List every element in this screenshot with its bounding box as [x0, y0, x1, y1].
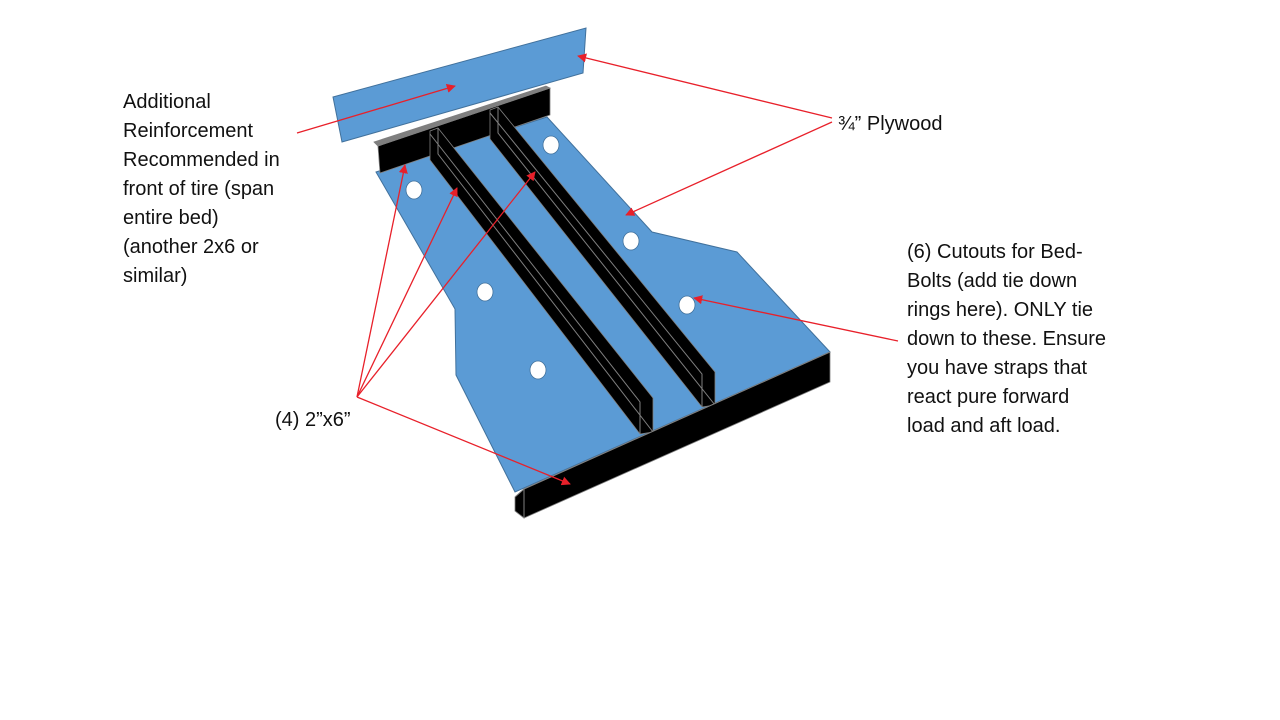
label-line: (another 2x6 or — [123, 236, 259, 258]
label-line: you have straps that — [907, 357, 1088, 379]
label-line: Recommended in — [123, 149, 280, 171]
label-line: rings here). ONLY tie — [907, 299, 1094, 321]
arrow-reinforcement — [296, 83, 456, 134]
label-line: (6) Cutouts for Bed- — [907, 241, 1083, 263]
label-line: similar) — [123, 265, 188, 287]
label-line: Additional — [123, 91, 211, 113]
bolt-cutout — [542, 135, 560, 155]
bolt-cutout — [678, 295, 696, 315]
left-long-2x6 — [429, 127, 654, 435]
label-line: react pure forward — [907, 386, 1070, 408]
bolt-cutout — [405, 180, 423, 200]
right-long-2x6 — [489, 106, 716, 408]
lumber-label: (4) 2”x6” — [275, 406, 351, 435]
arrow-2x6-left — [356, 187, 458, 398]
label-line: Reinforcement — [123, 120, 254, 142]
label-line: ¾” Plywood — [838, 113, 943, 135]
cutouts-label: (6) Cutouts for Bed- Bolts (add tie down… — [907, 238, 1106, 441]
label-line: front of tire (span — [123, 178, 275, 200]
front-cross-2x6 — [373, 85, 552, 174]
arrow-cutout — [693, 295, 899, 342]
plywood-label: ¾” Plywood — [838, 110, 943, 139]
rear-cross-2x6 — [514, 351, 831, 519]
arrow-plywood-top — [577, 53, 833, 119]
arrow-2x6-rear — [356, 396, 571, 486]
label-line: down to these. Ensure — [907, 328, 1107, 350]
label-line: load and aft load. — [907, 415, 1061, 437]
reinforcement-label: Additional Reinforcement Recommended in … — [123, 88, 280, 291]
label-line: (4) 2”x6” — [275, 409, 351, 431]
arrow-plywood-main — [625, 121, 833, 216]
reinforcement-plywood-panel — [332, 27, 587, 143]
arrow-2x6-front — [356, 164, 408, 398]
bolt-cutout — [622, 231, 640, 251]
arrow-2x6-right — [356, 171, 536, 398]
bolt-cutouts — [405, 135, 696, 380]
bolt-cutout — [529, 360, 547, 380]
annotation-arrows — [296, 53, 899, 486]
label-line: Bolts (add tie down — [907, 270, 1078, 292]
bolt-cutout — [476, 282, 494, 302]
label-line: entire bed) — [123, 207, 219, 229]
